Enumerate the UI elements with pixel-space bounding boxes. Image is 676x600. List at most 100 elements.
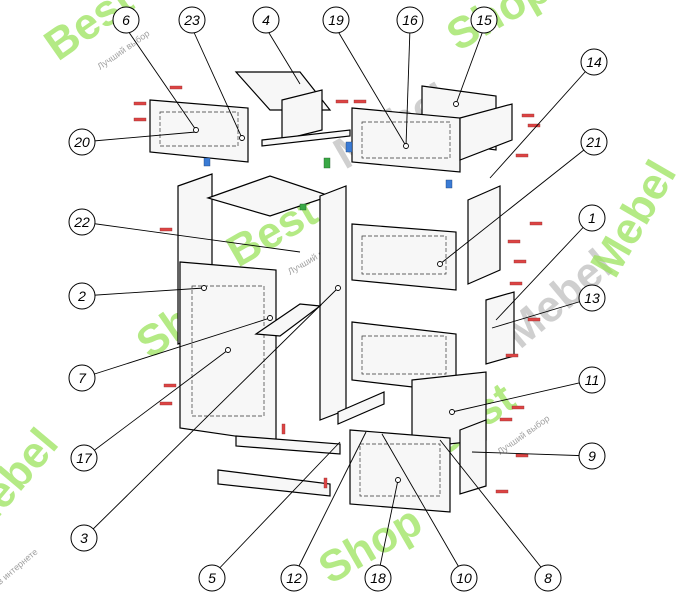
part-drawer-upper-frame [361, 235, 447, 275]
dowel-icon [299, 203, 307, 211]
callout-10: 10 [450, 564, 478, 592]
callout-label-10: 10 [456, 570, 472, 586]
leader-line [293, 431, 367, 577]
dowel-icon [445, 179, 453, 189]
part-plinth-front [235, 435, 341, 455]
part-left-door-frame [191, 285, 265, 417]
leader-line [489, 61, 595, 179]
leader-line [83, 349, 229, 459]
screw-icon [335, 99, 349, 104]
callout-label-21: 21 [585, 134, 602, 150]
watermark-tagline2-left: в интернете [0, 547, 40, 587]
screw-icon [521, 113, 535, 118]
callout-label-17: 17 [76, 450, 93, 466]
callout-5: 5 [198, 564, 226, 592]
part-right-plinth [459, 419, 487, 495]
callout-8: 8 [534, 564, 562, 592]
callout-label-15: 15 [476, 12, 492, 28]
part-right-side-panel-a [467, 185, 501, 285]
callout-label-3: 3 [80, 530, 88, 546]
callout-label-22: 22 [73, 214, 90, 230]
callout-label-4: 4 [262, 12, 270, 28]
callout-23: 23 [178, 6, 206, 34]
screw-icon [513, 259, 527, 264]
part-drawer-side [337, 391, 385, 425]
callout-12: 12 [280, 564, 308, 592]
callout-18: 18 [364, 564, 392, 592]
callout-17: 17 [70, 444, 98, 472]
screw-icon [169, 85, 183, 90]
callout-1: 1 [578, 204, 606, 232]
leader-line [83, 287, 339, 539]
callout-21: 21 [580, 128, 608, 156]
dowel-icon [323, 157, 331, 169]
callout-label-19: 19 [328, 12, 344, 28]
callout-6: 6 [112, 6, 140, 34]
leader-line [451, 379, 593, 413]
part-upper-left-door [149, 99, 249, 163]
callout-label-8: 8 [544, 570, 552, 586]
callout-13: 13 [578, 284, 606, 312]
leader-line [495, 217, 593, 321]
callout-label-7: 7 [78, 370, 87, 386]
callout-11: 11 [578, 366, 606, 394]
callout-label-20: 20 [73, 134, 90, 150]
part-right-side-panel-b [485, 291, 515, 365]
callout-2: 2 [68, 282, 96, 310]
screw-icon [527, 317, 541, 322]
dowel-icon [345, 141, 353, 153]
callout-9: 9 [578, 442, 606, 470]
leader-line [439, 439, 549, 577]
callout-label-18: 18 [370, 570, 386, 586]
leader-line [81, 287, 205, 297]
part-plinth-base [217, 469, 331, 497]
callout-label-1: 1 [588, 210, 596, 226]
callouts: 6 23 4 19 16 15 14 20 21 22 1 2 13 7 11 … [68, 6, 608, 592]
screw-icon [529, 221, 543, 226]
leader-line [377, 479, 399, 577]
leader-line [491, 297, 593, 329]
callout-label-11: 11 [585, 372, 600, 388]
leader-line [125, 27, 197, 131]
part-upper-left-door-frame [159, 111, 239, 147]
leader-line [191, 27, 243, 139]
callout-15: 15 [470, 6, 498, 34]
screw-icon [515, 153, 529, 158]
leader-line [471, 451, 593, 457]
watermark-brand-mebel-left: Mebel [0, 419, 68, 546]
callout-label-5: 5 [208, 570, 216, 586]
screw-icon [159, 227, 173, 232]
parts-layer [149, 71, 515, 513]
screw-icon [323, 477, 328, 489]
callout-label-23: 23 [183, 12, 200, 28]
screw-icon [353, 99, 367, 104]
screw-icon [495, 489, 509, 494]
part-upper-center-door-frame [361, 121, 451, 159]
callout-20: 20 [68, 128, 96, 156]
part-drawer-bottom [349, 429, 451, 513]
leader-line [381, 433, 465, 577]
screw-icon [515, 453, 529, 458]
fittings-layer [133, 85, 543, 494]
callout-label-13: 13 [584, 290, 600, 306]
callout-16: 16 [396, 6, 424, 34]
screw-icon [159, 401, 173, 406]
dowel-icon [203, 157, 211, 167]
leader-line [211, 441, 341, 577]
leader-line [439, 141, 595, 265]
leader-line [405, 27, 411, 147]
callout-label-2: 2 [77, 288, 86, 304]
screw-icon [281, 423, 286, 435]
part-drawer-middle-frame [361, 335, 447, 375]
callout-label-6: 6 [122, 12, 130, 28]
part-center-divider [319, 185, 347, 421]
screw-icon [133, 101, 147, 106]
screw-icon [163, 383, 177, 388]
leader-line [455, 27, 485, 105]
screw-icon [527, 123, 541, 128]
screw-icon [511, 405, 525, 410]
callout-label-16: 16 [402, 12, 418, 28]
part-upper-side-panel-b [459, 103, 513, 161]
part-drawer-upper [351, 223, 457, 291]
